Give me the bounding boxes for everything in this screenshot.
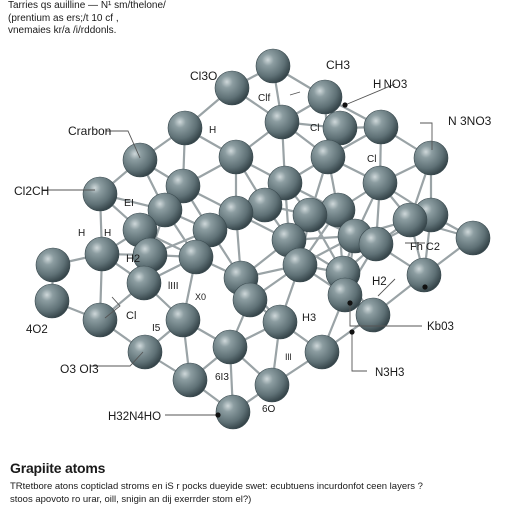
- carbon-atom: [267, 165, 303, 201]
- atom-label: 6I3: [215, 372, 229, 383]
- leader-dot: [422, 284, 428, 290]
- leader-dot: [347, 300, 353, 306]
- atom-label: N 3NO3: [448, 114, 492, 128]
- carbon-atom: [82, 176, 118, 212]
- carbon-atom: [254, 367, 290, 403]
- atom-label: H: [209, 125, 216, 136]
- carbon-atom: [455, 220, 491, 256]
- carbon-atom: [147, 192, 183, 228]
- carbon-atom: [232, 282, 268, 318]
- atom-label: 6O: [262, 404, 276, 415]
- caption-line: TRtetbore atons copticlad stroms en iS r…: [10, 481, 423, 492]
- leader-line: [351, 332, 367, 372]
- carbon-atom: [218, 195, 254, 231]
- leader-dot: [215, 412, 221, 418]
- carbon-atom: [122, 142, 158, 178]
- atom-label: H: [78, 228, 85, 239]
- carbon-atom: [82, 302, 118, 338]
- leader-line: [420, 122, 433, 150]
- carbon-atom: [264, 104, 300, 140]
- atom-label: H2: [372, 276, 387, 288]
- atom-label: H3: [302, 312, 316, 324]
- atom-label: Clf: [258, 93, 270, 104]
- leader-line: [349, 303, 422, 327]
- carbon-atom: [214, 70, 250, 106]
- carbon-atom: [35, 247, 71, 283]
- carbon-atom: [392, 202, 428, 238]
- carbon-atom: [327, 277, 363, 313]
- leader-line-layer: [42, 83, 433, 418]
- leader-dot: [342, 102, 348, 108]
- atom-label: H2: [126, 253, 140, 265]
- carbon-atom: [215, 394, 251, 430]
- header-line: Tarries qs auilline — N¹ sm/thelone/: [8, 0, 166, 11]
- carbon-atom: [358, 226, 394, 262]
- carbon-atom: [363, 109, 399, 145]
- carbon-atom: [406, 257, 442, 293]
- atom-label: X0: [195, 292, 206, 302]
- carbon-atom: [127, 334, 163, 370]
- atom-label: Cl3O: [190, 69, 217, 83]
- carbon-atom: [282, 247, 318, 283]
- atom-label: lIII: [168, 281, 179, 292]
- carbon-atom: [292, 197, 328, 233]
- bond-layer: [50, 64, 475, 414]
- atom-label: Cl2CH: [14, 184, 49, 198]
- carbon-atom: [126, 265, 162, 301]
- carbon-atom: [172, 362, 208, 398]
- caption-title: Grapiite atoms: [10, 460, 106, 476]
- leader-line: [106, 130, 141, 159]
- carbon-atom: [310, 139, 346, 175]
- atom-label: I5: [152, 323, 161, 334]
- carbon-atom: [247, 187, 283, 223]
- atom-label: H32N4HO: [108, 411, 161, 423]
- carbon-atom: [218, 139, 254, 175]
- carbon-atom: [413, 140, 449, 176]
- atom-label: Crarbon: [68, 124, 111, 138]
- atom-label: CH3: [326, 58, 350, 72]
- atom-layer: [34, 48, 491, 430]
- atom-label: Ill: [285, 352, 292, 362]
- header-line: vnemaies kr/a /i/rddonls.: [8, 25, 117, 36]
- atom-label: EI: [124, 197, 134, 209]
- carbon-atom: [355, 297, 391, 333]
- atom-label: H: [104, 228, 111, 239]
- atom-label: H NO3: [373, 79, 407, 91]
- carbon-atom: [212, 329, 248, 365]
- leader-line: [104, 296, 121, 319]
- header-line: (prentium as ers;/t 10 cf ,: [8, 12, 119, 24]
- carbon-atom: [362, 165, 398, 201]
- atom-label: Cl: [310, 123, 319, 134]
- atom-label: Kb03: [427, 321, 454, 333]
- header-note: Tarries qs auilline — N¹ sm/thelone/ (pr…: [8, 0, 368, 38]
- atom-label: N3H3: [375, 367, 404, 379]
- caption-body: TRtetbore atons copticlad stroms en iS r…: [10, 480, 506, 506]
- leader-line: [90, 351, 144, 367]
- leader-line: [377, 278, 396, 297]
- atom-label: O3 OI3: [60, 362, 99, 376]
- carbon-atom: [304, 334, 340, 370]
- leader-line: [344, 83, 396, 106]
- atom-label: Cl: [367, 154, 376, 165]
- caption-line: stoos apovoto ro urar, oill, snigin an d…: [10, 494, 252, 505]
- carbon-atom: [167, 110, 203, 146]
- carbon-atom: [178, 239, 214, 275]
- carbon-atom: [307, 79, 343, 115]
- leader-dot: [349, 329, 355, 335]
- carbon-atom: [255, 48, 291, 84]
- atom-label: Fh C2: [410, 241, 440, 253]
- carbon-atom: [165, 302, 201, 338]
- atom-label: 4O2: [26, 324, 48, 336]
- atom-label: Cl: [126, 310, 136, 322]
- leader-line: [289, 91, 301, 96]
- carbon-atom: [34, 283, 70, 319]
- carbon-atom: [165, 168, 201, 204]
- carbon-atom: [262, 304, 298, 340]
- carbon-atom: [84, 236, 120, 272]
